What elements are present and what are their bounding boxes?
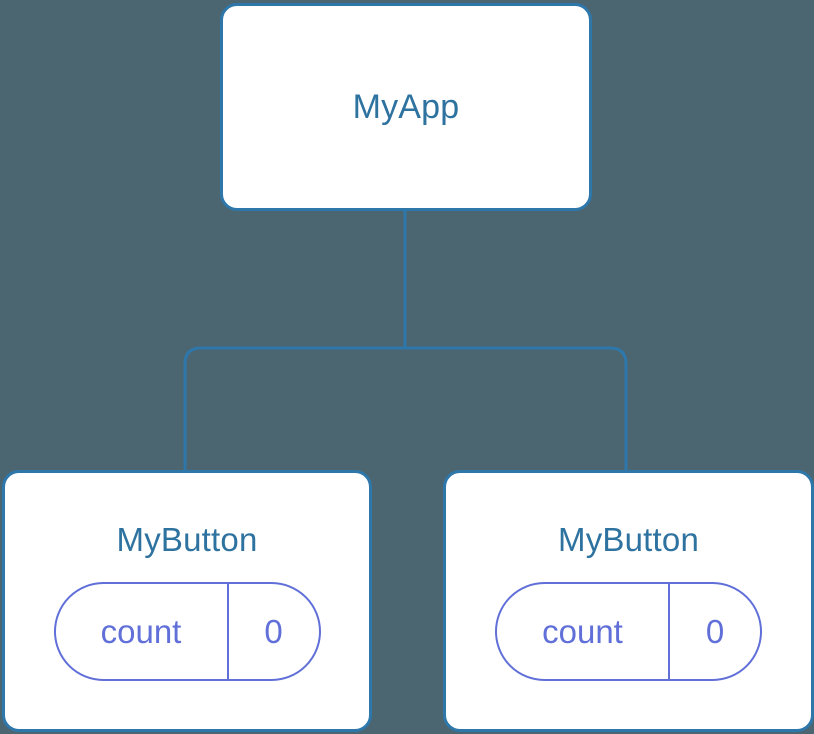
edge-root-to-child-left xyxy=(183,346,405,472)
node-title: MyButton xyxy=(116,521,258,558)
state-value-label: 0 xyxy=(264,613,283,650)
state-badge[interactable]: count 0 xyxy=(53,582,321,681)
state-key-label: count xyxy=(56,584,229,679)
node-title: MyApp xyxy=(352,88,460,126)
node-title: MyButton xyxy=(558,521,699,558)
node-root-myapp[interactable]: MyApp xyxy=(220,3,592,211)
state-badge[interactable]: count 0 xyxy=(495,582,762,681)
node-child-mybutton-2[interactable]: MyButton count 0 xyxy=(443,470,814,732)
state-value-label: 0 xyxy=(705,613,725,650)
edge-root-to-child-right xyxy=(405,346,628,472)
state-key-label: count xyxy=(497,584,670,679)
node-child-mybutton-1[interactable]: MyButton count 0 xyxy=(2,470,372,732)
